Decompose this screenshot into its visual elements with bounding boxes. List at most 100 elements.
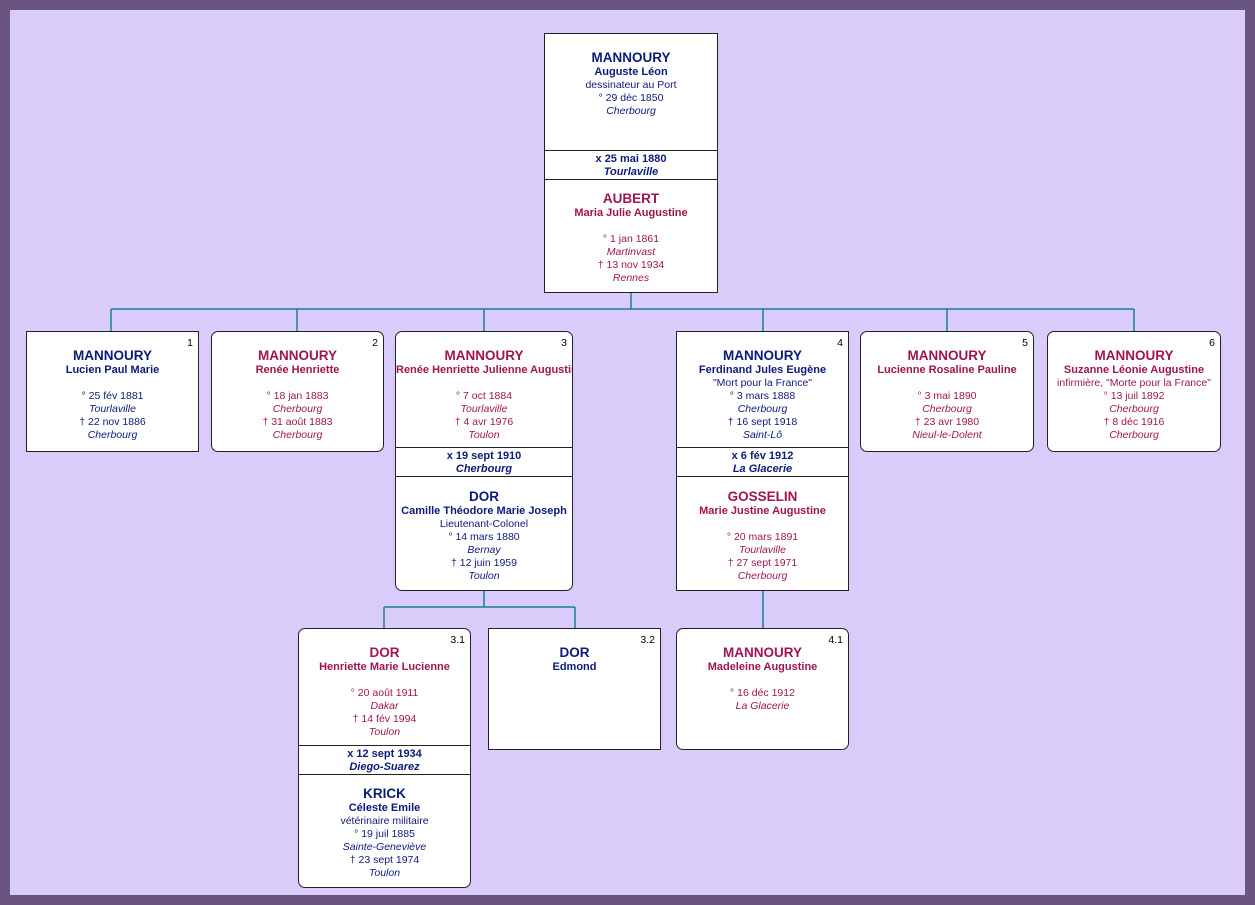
spouse-death-place: Toulon [468,570,500,582]
root-couple-card[interactable]: MANNOURY Auguste Léon dessinateur au Por… [544,33,718,293]
spouse-birth: ° 14 mars 1880 [448,531,520,543]
spouse-birth: ° 20 mars 1891 [726,531,799,543]
grandchild-surname: MANNOURY [723,645,802,660]
spouse-surname: AUBERT [602,191,660,206]
child-card-1[interactable]: 1 MANNOURY Lucien Paul Marie ° 25 fév 18… [26,331,199,452]
child-birth-place: Cherbourg [1109,403,1159,415]
root-marriage-date: x 25 mai 1880 [595,153,667,165]
separator [677,476,848,477]
spouse-given-name: Marie Justine Augustine [699,505,826,517]
root-surname: MANNOURY [591,50,671,65]
marriage-date: x 12 sept 1934 [347,748,422,760]
grandchild-card-3-1[interactable]: 3.1 DOR Henriette Marie Lucienne ° 20 ao… [298,628,471,888]
spouse-birth-place: Tourlaville [739,544,786,556]
child-given-name: Suzanne Léonie Augustine [1063,364,1205,376]
child-number: 2 [372,337,378,349]
child-marriage: x 19 sept 1910 Cherbourg [396,450,572,476]
child-birth: ° 25 fév 1881 [81,390,144,402]
child-birth: ° 3 mai 1890 [917,390,977,402]
child-surname: MANNOURY [73,348,152,363]
child-surname: MANNOURY [258,348,337,363]
child-card-2[interactable]: 2 MANNOURY Renée Henriette ° 18 jan 1883… [211,331,384,452]
child-death: † 22 nov 1886 [79,416,146,428]
grandchild-birth-place: La Glacerie [735,700,790,712]
spouse-death-place: Rennes [612,272,650,284]
child-birth-place: Cherbourg [922,403,972,415]
separator [396,476,572,477]
child-given-name: Lucienne Rosaline Pauline [877,364,1017,376]
child-given-name: Renée Henriette [255,364,340,376]
spouse-surname: DOR [469,489,499,504]
root-marriage: x 25 mai 1880 Tourlaville [545,153,717,179]
child-number: 3 [561,337,567,349]
spouse-surname: KRICK [363,786,406,801]
spouse-surname: GOSSELIN [727,489,798,504]
spouse-birth-place: Bernay [467,544,501,556]
grandchild-surname: DOR [559,645,590,660]
child-death: † 16 sept 1918 [727,416,798,428]
grandchild-number: 4.1 [828,634,843,646]
child-death: † 8 déc 1916 [1103,416,1165,428]
child-birth: ° 3 mars 1888 [729,390,796,402]
grandchild-death: † 14 fév 1994 [352,713,417,725]
grandchild-card-3-2[interactable]: 3.2 DOR Edmond [488,628,661,750]
child-card-3[interactable]: 3 MANNOURY Renée Henriette Julienne Augu… [395,331,573,591]
marriage-place: Diego-Suarez [349,761,420,773]
separator [299,774,470,775]
marriage-place: La Glacerie [732,463,793,475]
marriage-date: x 19 sept 1910 [446,450,522,462]
child-surname: MANNOURY [723,348,802,363]
child-death-place: Saint-Lô [742,429,783,441]
child-death-place: Cherbourg [1109,429,1159,441]
grandchild-birth-place: Dakar [370,700,399,712]
spouse-birth: ° 19 juil 1885 [354,828,415,840]
spouse-given-name: Céleste Emile [348,802,421,814]
child-death-place: Toulon [468,429,500,441]
child-note: "Mort pour la France" [712,377,813,389]
spouse-given-name: Maria Julie Augustine [574,207,688,219]
marriage-place: Cherbourg [455,463,513,475]
child-birth-place: Cherbourg [272,403,323,415]
grandchild-given-name: Edmond [552,661,597,673]
grandchild-death-place: Toulon [368,726,401,738]
root-occupation: dessinateur au Port [585,79,677,91]
root-person: MANNOURY Auguste Léon dessinateur au Por… [545,50,717,118]
spouse-death: † 27 sept 1971 [727,557,798,569]
separator [545,179,717,180]
grandchild-given-name: Madeleine Augustine [707,661,818,673]
root-birth: ° 29 déc 1850 [598,92,664,104]
root-spouse: AUBERT Maria Julie Augustine ° 1 jan 186… [545,191,717,285]
spouse-death: † 13 nov 1934 [597,259,665,271]
child-surname: MANNOURY [444,348,524,363]
root-birth-place: Cherbourg [606,105,656,117]
grandchild-number: 3.1 [450,634,465,646]
child-birth: ° 18 jan 1883 [266,390,329,402]
child-death: † 23 avr 1980 [914,416,980,428]
child-number: 1 [187,337,193,349]
spouse-death: † 23 sept 1974 [349,854,420,866]
spouse-death: † 12 juin 1959 [451,557,517,569]
marriage-date: x 6 fév 1912 [731,450,794,462]
grandchild-birth: ° 16 déc 1912 [730,687,795,699]
child-number: 6 [1209,337,1215,349]
child-death: † 31 août 1883 [262,416,333,428]
child-death-place: Nieul-le-Dolent [912,429,982,441]
root-given-name: Auguste Léon [594,66,668,78]
child-birth-place: Cherbourg [737,403,788,415]
child-card-4[interactable]: 4 MANNOURY Ferdinand Jules Eugène "Mort … [676,331,849,591]
child-birth: ° 13 juil 1892 [1103,390,1165,402]
child-card-5[interactable]: 5 MANNOURY Lucienne Rosaline Pauline ° 3… [860,331,1034,452]
child-birth-place: Tourlaville [89,403,136,415]
child-birth: ° 7 oct 1884 [455,390,513,402]
grandchild-marriage: x 12 sept 1934 Diego-Suarez [299,748,470,774]
separator [677,447,848,448]
separator [545,150,717,151]
spouse-given-name: Camille Théodore Marie Joseph [401,505,567,517]
child-card-6[interactable]: 6 MANNOURY Suzanne Léonie Augustine infi… [1047,331,1221,452]
grandchild-surname: DOR [369,645,400,660]
spouse-occupation: Lieutenant-Colonel [439,518,529,530]
grandchild-card-4-1[interactable]: 4.1 MANNOURY Madeleine Augustine ° 16 dé… [676,628,849,750]
child-birth-place: Tourlaville [460,403,508,415]
spouse-death-place: Cherbourg [737,570,788,582]
child-note: infirmière, "Morte pour la France" [1057,377,1211,389]
